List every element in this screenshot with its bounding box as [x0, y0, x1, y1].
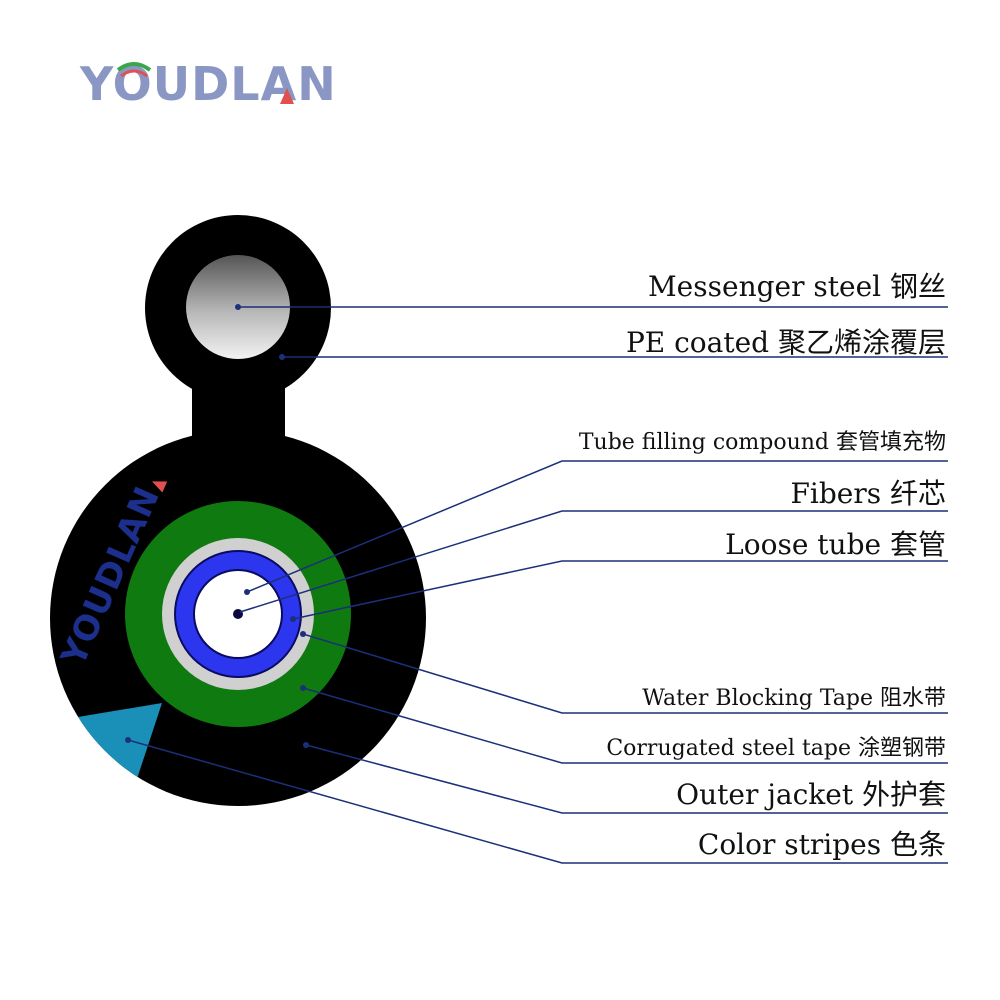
leader-fibers — [239, 510, 948, 613]
cable-body — [50, 430, 426, 806]
leader-lines — [125, 304, 948, 864]
label-water-blocking-tape: Water Blocking Tape 阻水带 — [642, 686, 946, 711]
leader-filling — [244, 460, 948, 595]
messenger-unit — [145, 215, 331, 455]
fiber-core — [233, 609, 243, 619]
label-color-stripes: Color stripes 色条 — [698, 828, 946, 861]
brand-logo: YOUDLAN — [79, 57, 337, 111]
label-tube-filling-compound: Tube filling compound 套管填充物 — [579, 430, 946, 455]
color-stripe — [60, 703, 162, 800]
label-loose-tube: Loose tube 套管 — [725, 528, 946, 561]
logo-wave-red-icon — [120, 69, 148, 78]
leader-stripes — [125, 737, 948, 864]
component-labels: Messenger steel 钢丝 PE coated 聚乙烯涂覆层 Tube… — [579, 270, 946, 861]
leader-messenger — [235, 304, 948, 310]
logo-triangle-icon — [280, 88, 294, 104]
loose-tube-rim — [174, 550, 302, 678]
leader-jacket — [303, 742, 948, 814]
label-messenger-steel: Messenger steel 钢丝 — [648, 270, 946, 303]
leader-wbt — [300, 631, 948, 714]
logo-wave-icon — [116, 62, 152, 72]
watermark-triangle-icon — [151, 481, 168, 493]
label-fibers: Fibers 纤芯 — [790, 477, 946, 510]
label-outer-jacket: Outer jacket 外护套 — [676, 778, 946, 811]
leader-pe — [279, 354, 948, 360]
label-corrugated-steel-tape: Corrugated steel tape 涂塑钢带 — [606, 736, 946, 761]
leader-cst — [300, 685, 948, 764]
leader-tube — [290, 560, 948, 622]
brand-logo-text: YOUDLAN — [79, 57, 337, 111]
label-pe-coated: PE coated 聚乙烯涂覆层 — [626, 326, 946, 359]
